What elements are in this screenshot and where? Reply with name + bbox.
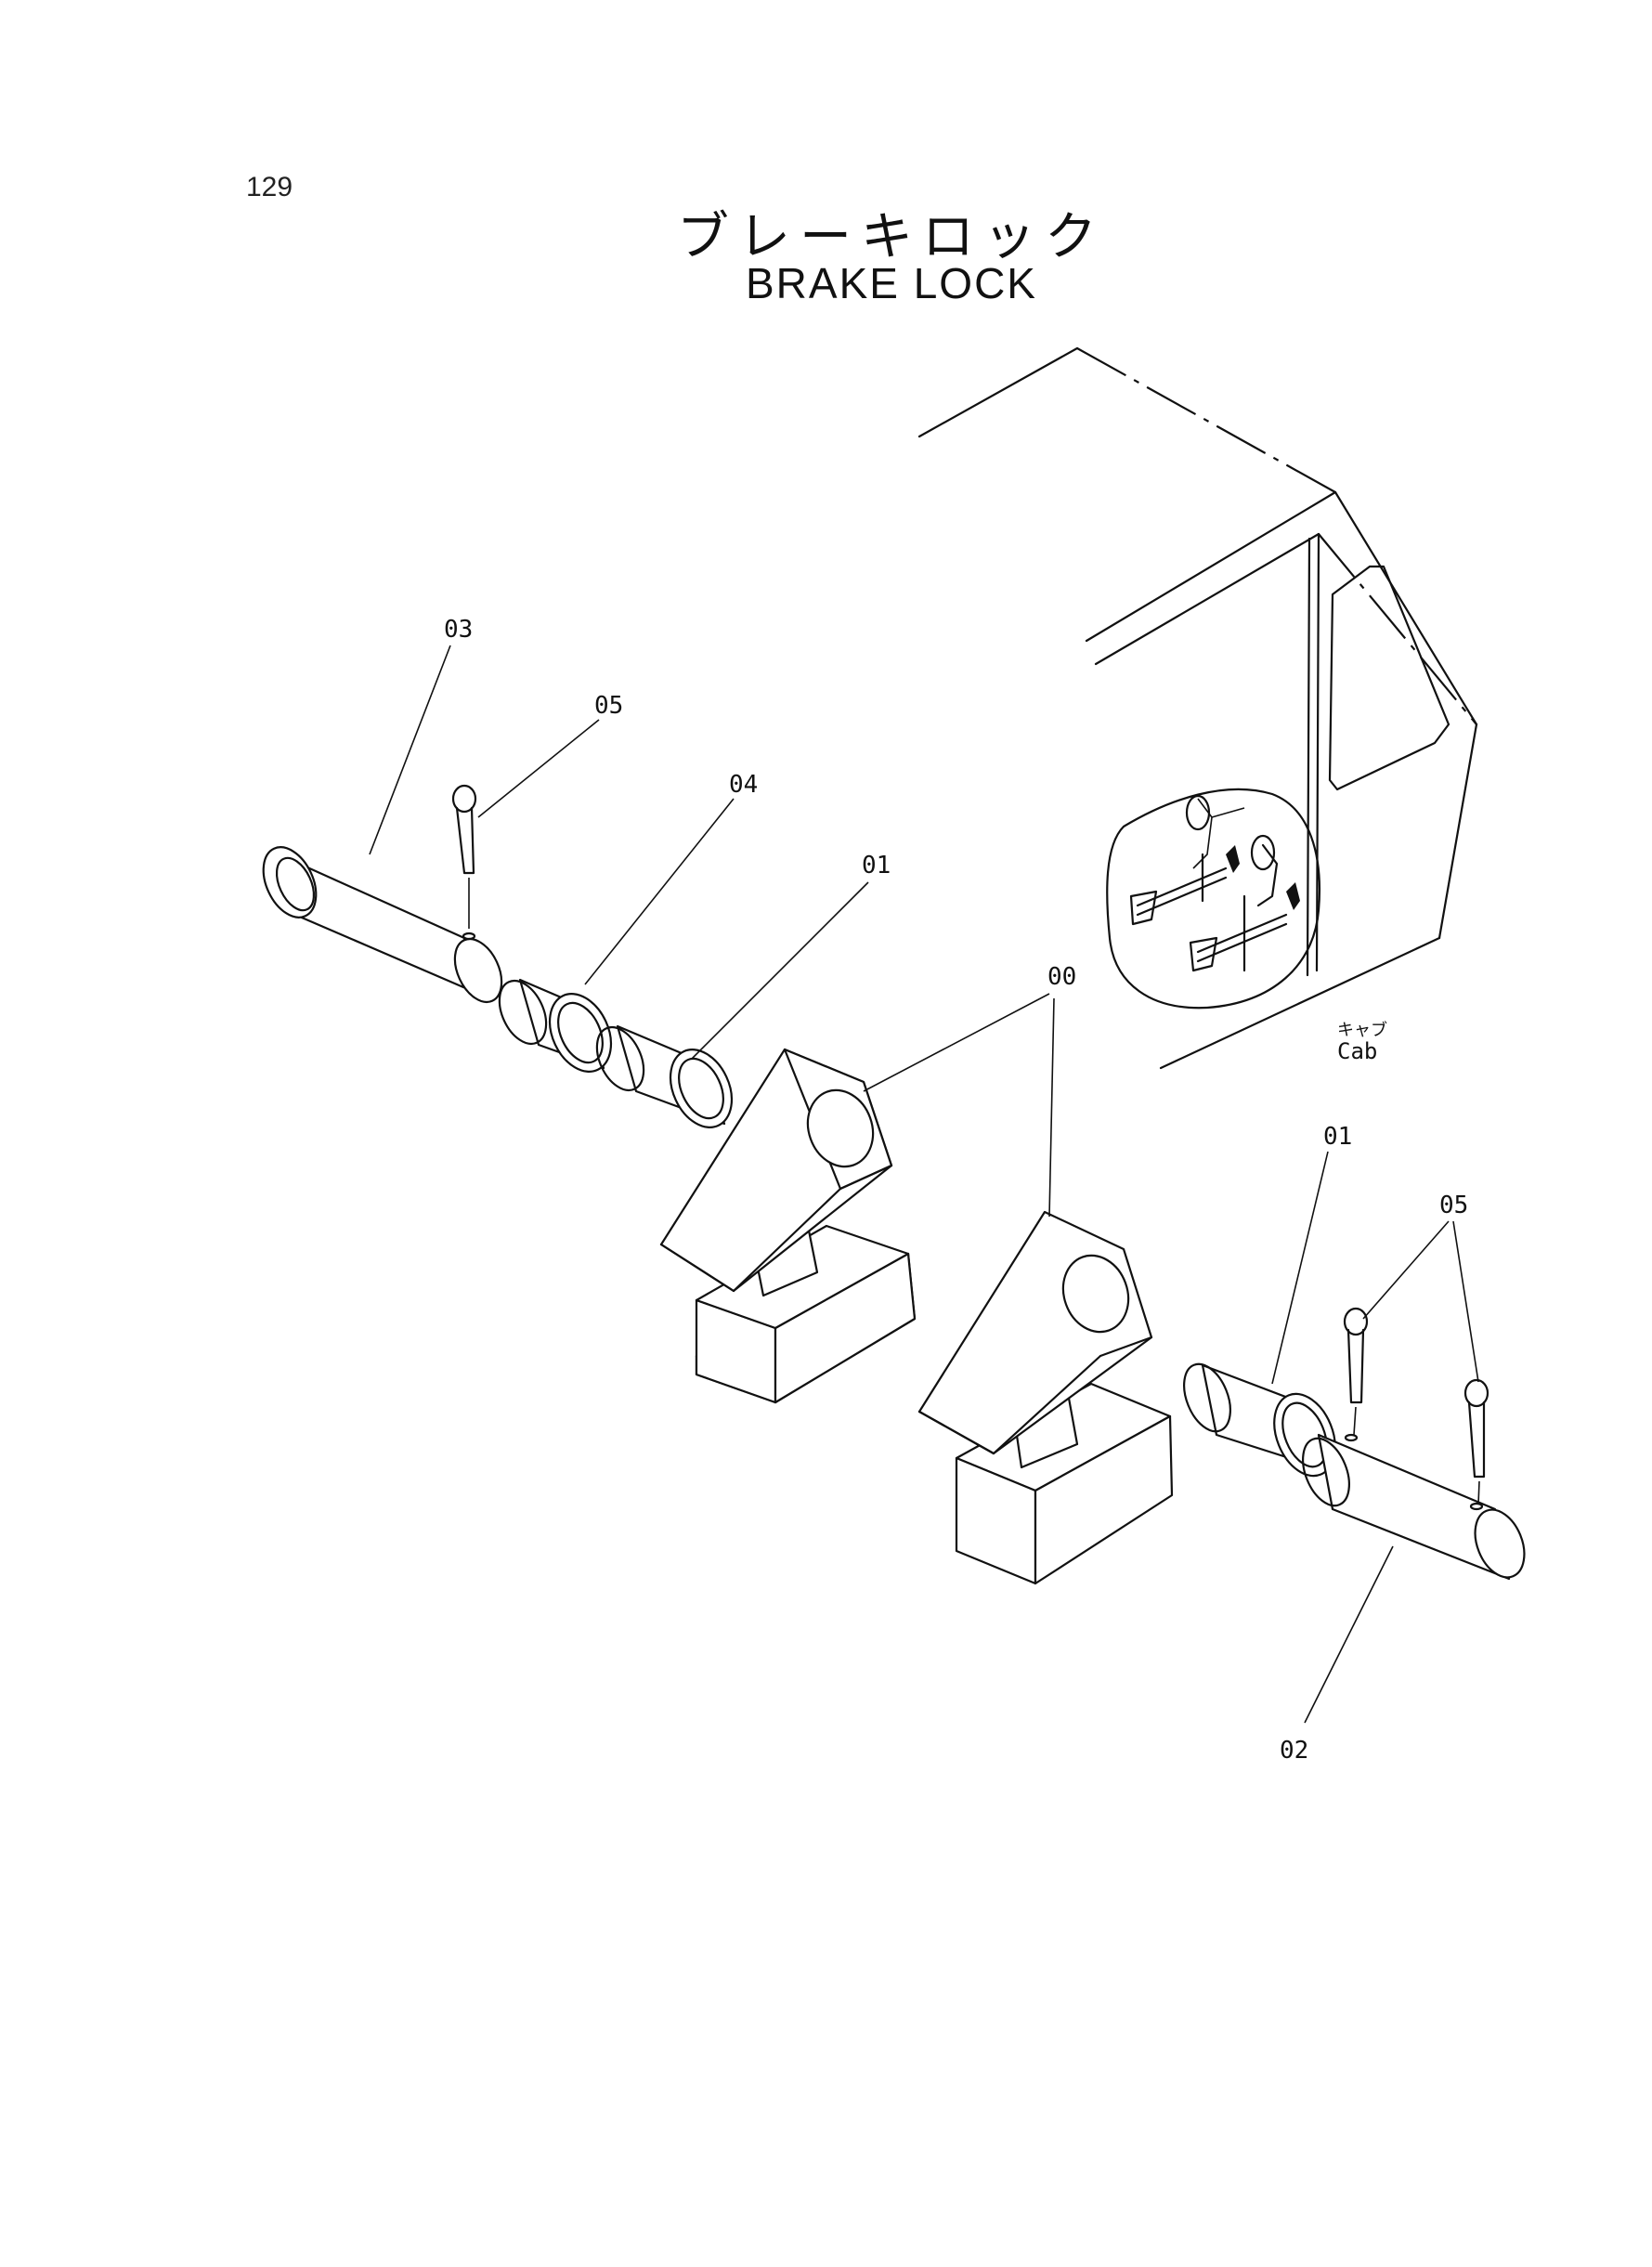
part-01-bushing-a: [595, 1024, 734, 1128]
cab-outline: [917, 346, 1478, 1070]
leader-lines: [369, 645, 1479, 1724]
callout-labels: 03 05 04 01 00 01 05 02: [444, 616, 1468, 1765]
callout-01-a: 01: [862, 852, 891, 879]
page-number: 129: [246, 172, 293, 202]
cab-label-japanese: キャブ: [1337, 1020, 1387, 1040]
title-japanese: ブレーキロック: [677, 207, 1106, 267]
callout-02: 02: [1280, 1737, 1308, 1765]
part-05-cotter-pin-b: [1343, 1307, 1369, 1436]
part-01-bushing-b: [1183, 1362, 1336, 1478]
cab-label-english: Cab: [1337, 1038, 1377, 1064]
callout-00: 00: [1047, 963, 1076, 991]
callout-04: 04: [729, 771, 758, 799]
part-03-pin: [262, 846, 503, 1004]
title-english: BRAKE LOCK: [746, 259, 1037, 307]
callout-05-b: 05: [1439, 1192, 1468, 1219]
callout-03: 03: [444, 616, 473, 644]
callout-05-a: 05: [594, 692, 623, 720]
part-02-pin: [1302, 1433, 1526, 1581]
detail-inset: [1106, 788, 1320, 1010]
part-04-bushing: [498, 978, 613, 1073]
part-00-lever-a: [659, 1048, 917, 1404]
callout-01-b: 01: [1323, 1123, 1352, 1151]
part-05-cotter-pin-c: [1463, 1378, 1489, 1505]
part-00-lever-b: [917, 1210, 1174, 1585]
part-05-cotter-pin-a: [451, 784, 477, 929]
